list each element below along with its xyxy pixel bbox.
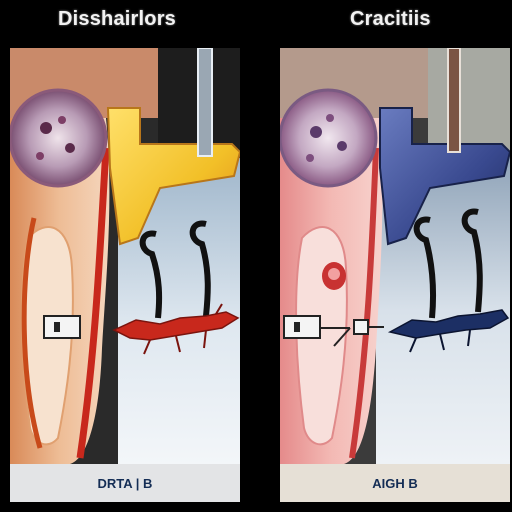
right-diagram-panel: AIGH B — [280, 48, 510, 502]
connector-arrow — [320, 319, 384, 347]
yellow-duct — [106, 107, 240, 246]
right-hook-shape-2 — [461, 208, 483, 313]
navy-creature-icon — [387, 309, 510, 353]
red-lesion-icon — [322, 262, 346, 290]
magnified-cell-icon — [280, 88, 378, 188]
left-diagram-illustration — [10, 48, 240, 502]
left-hook-shape-2 — [189, 220, 211, 317]
left-diagram-panel: DRTA | B — [10, 48, 240, 502]
right-caption: AIGH B — [280, 464, 510, 502]
blue-duct — [379, 107, 510, 246]
label-marker-box — [43, 315, 81, 339]
vertical-pipe — [447, 48, 461, 153]
left-caption: DRTA | B — [10, 464, 240, 502]
right-panel-title: Cracitiis — [350, 8, 431, 30]
label-marker-box — [283, 315, 321, 339]
left-hook-shape-1 — [139, 230, 163, 319]
red-creature-icon — [112, 303, 240, 355]
right-hook-shape-1 — [413, 216, 437, 319]
magnified-cell-icon — [10, 88, 108, 188]
right-diagram-illustration — [280, 48, 510, 502]
vertical-pipe — [197, 48, 213, 157]
left-panel-title: Disshairlors — [58, 8, 177, 30]
